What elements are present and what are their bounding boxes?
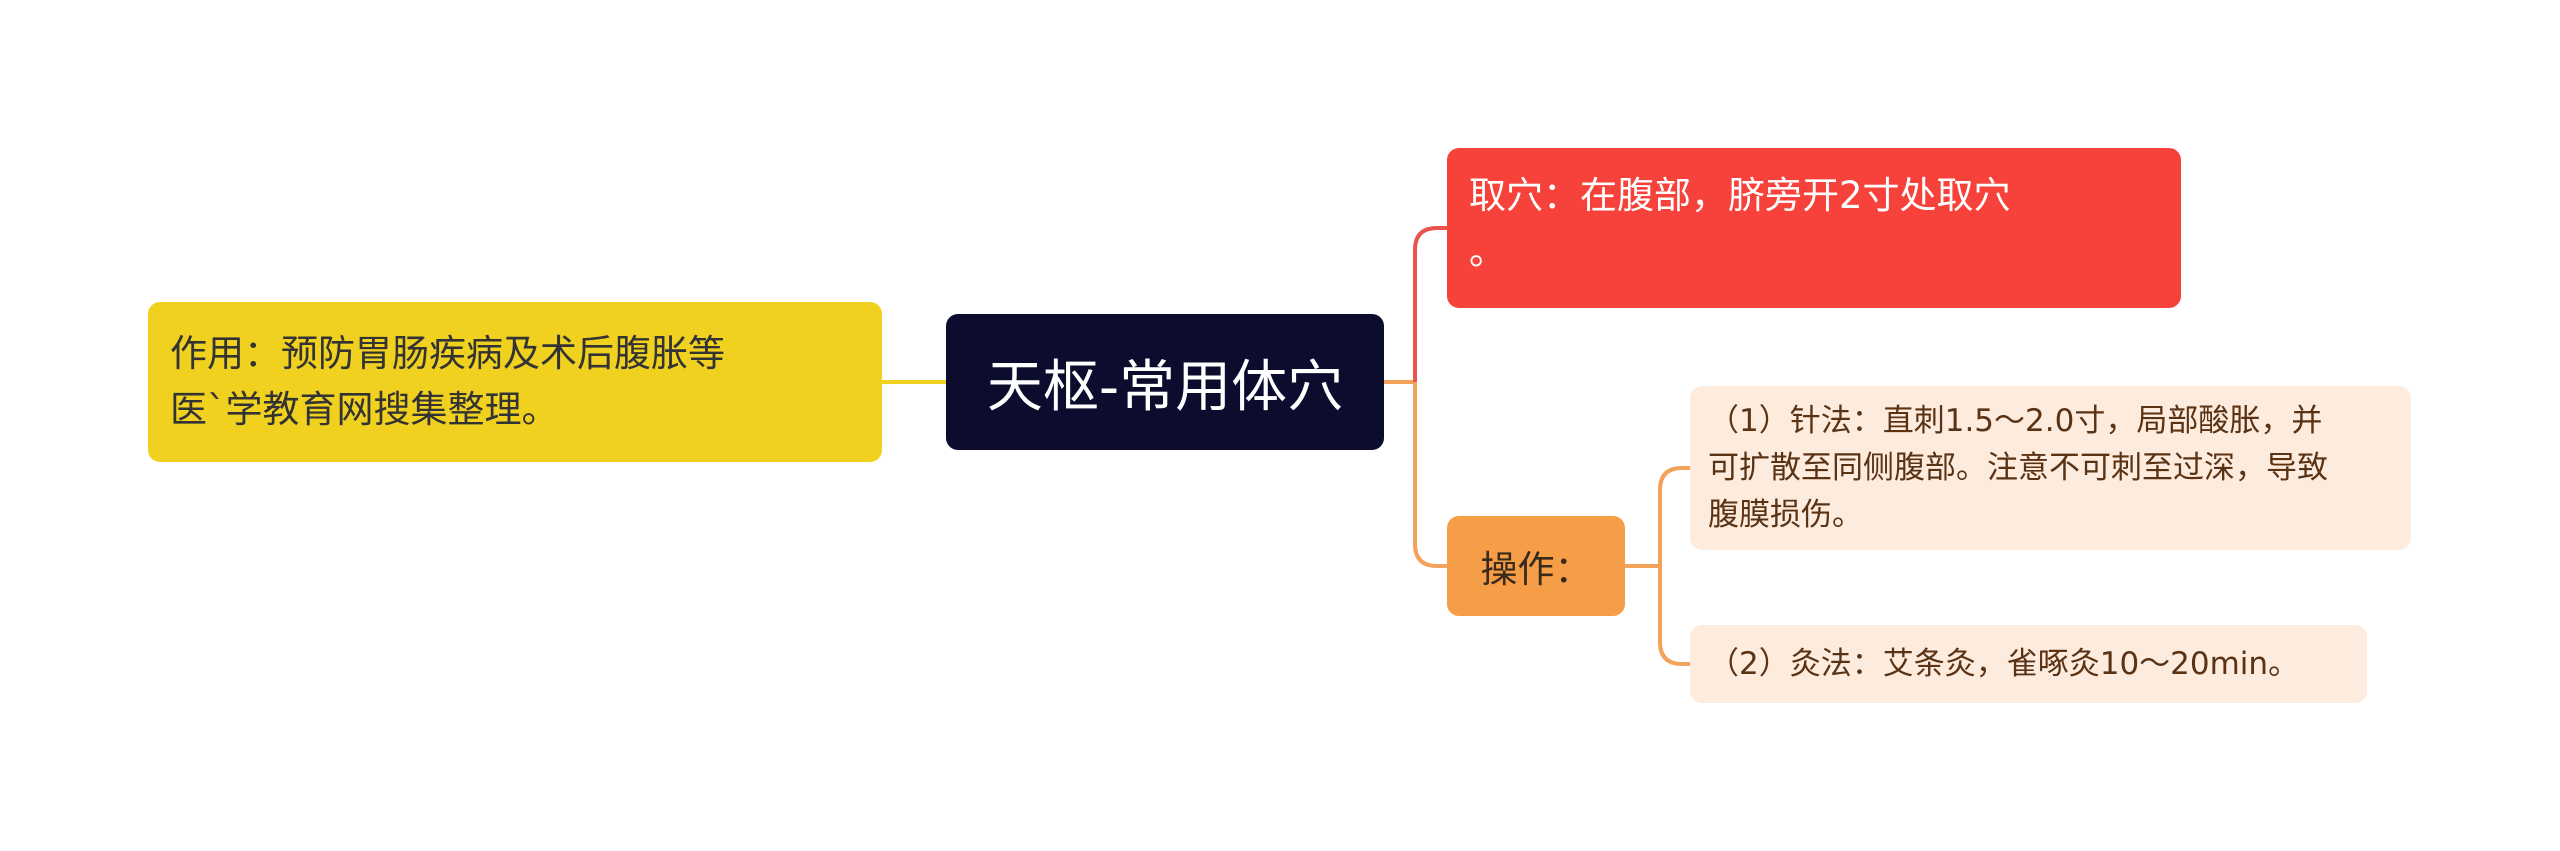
central-topic-label: 天枢-常用体穴 [986,354,1344,420]
subtopic-moxibustion[interactable]: （2）灸法：艾条灸，雀啄灸10～20min。 [1690,625,2367,703]
subtopic-moxibustion-label: （2）灸法：艾条灸，雀啄灸10～20min。 [1708,645,2300,682]
subtopic-needling-label: （1）针法：直刺1.5～2.0寸，局部酸胀，并 可扩散至同侧腹部。注意不可刺至过… [1708,402,2328,533]
connector-to-leaf1 [1658,466,1690,566]
topic-effect[interactable]: 作用：预防胃肠疾病及术后腹胀等 医`学教育网搜集整理。 [148,302,882,462]
topic-operation-label: 操作： [1480,548,1592,591]
topic-effect-label: 作用：预防胃肠疾病及术后腹胀等 医`学教育网搜集整理。 [170,332,725,431]
topic-location-label: 取穴：在腹部，脐旁开2寸处取穴 。 [1469,174,2011,273]
topic-location[interactable]: 取穴：在腹部，脐旁开2寸处取穴 。 [1447,148,2181,308]
central-topic[interactable]: 天枢-常用体穴 [946,314,1384,450]
subtopic-needling[interactable]: （1）针法：直刺1.5～2.0寸，局部酸胀，并 可扩散至同侧腹部。注意不可刺至过… [1690,386,2411,550]
connector-to-orange [1413,382,1447,568]
connector-to-red [1413,226,1447,382]
topic-operation[interactable]: 操作： [1447,516,1625,616]
connector-to-leaf2 [1658,566,1690,666]
